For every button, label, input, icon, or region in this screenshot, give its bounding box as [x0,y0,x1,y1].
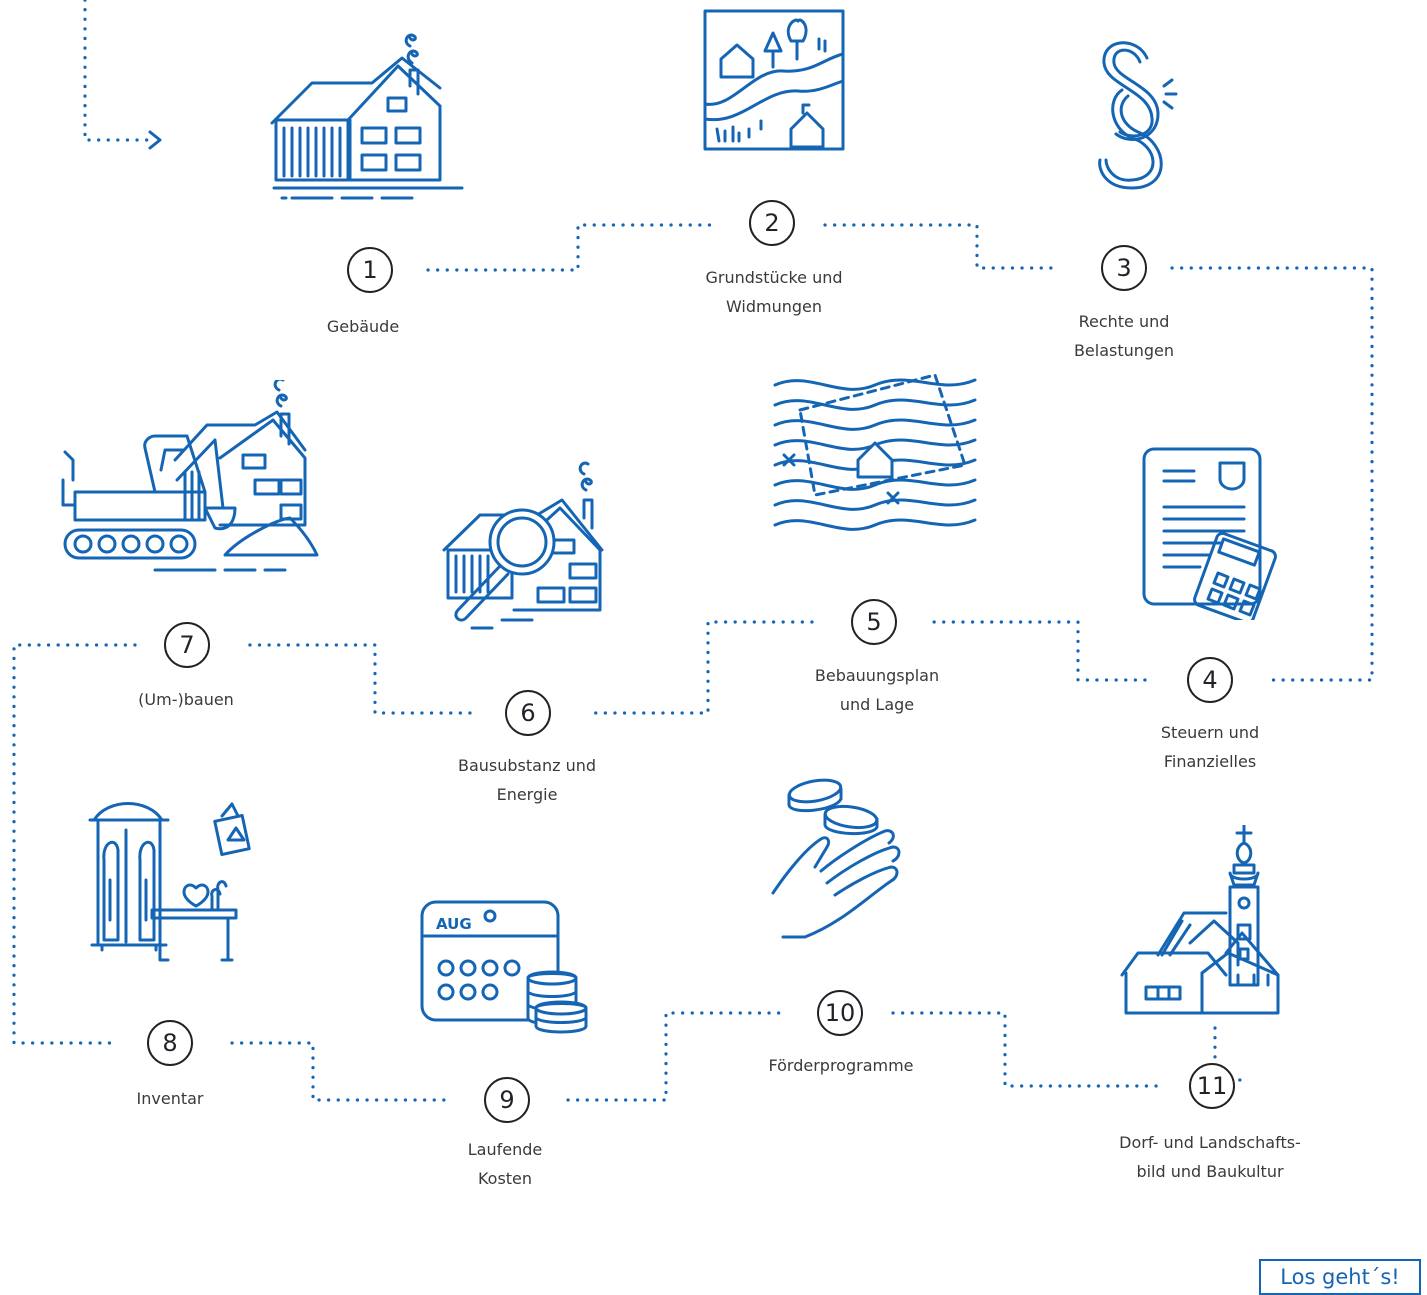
furniture-icon [88,790,253,970]
step-9-label-line2: Kosten [385,1164,625,1193]
farmhouse-icon [262,28,472,203]
step-10-label: Förderprogramme [721,1051,961,1080]
step-7-label-line1: (Um-)bauen [66,685,306,714]
step-3-label: Rechte und Belastungen [1004,307,1244,365]
step-1-number: 1 [347,247,393,293]
step-4-number: 4 [1187,657,1233,703]
step-2-label-line2: Widmungen [654,292,894,321]
hand-coins-icon [765,775,915,945]
step-9-label: Laufende Kosten [385,1135,625,1193]
connector-2-3 [825,225,1060,268]
step-11-label: Dorf- und Landschafts- bild und Baukultu… [1090,1128,1330,1186]
step-6-number: 6 [505,690,551,736]
paragraph-icon [1092,28,1182,193]
step-4-label-line1: Steuern und [1090,718,1330,747]
step-11-number: 11 [1189,1063,1235,1109]
excavator-house-icon [55,380,320,575]
step-8-number: 8 [147,1020,193,1066]
step-6-label-line2: Energie [407,780,647,809]
step-10-number: 10 [817,990,863,1036]
step-8-label: Inventar [50,1084,290,1113]
start-arrow-line [85,0,148,140]
landscape-map-icon [703,9,845,151]
calendar-month-label: AUG [436,915,472,933]
step-4-label-line2: Finanzielles [1090,747,1330,776]
step-5-label-line1: Bebauungsplan [757,661,997,690]
house-magnifier-icon [442,460,612,645]
step-6-label: Bausubstanz und Energie [407,751,647,809]
step-7-label: (Um-)bauen [66,685,306,714]
document-calculator-icon [1140,445,1285,620]
step-4-label: Steuern und Finanzielles [1090,718,1330,776]
step-9-label-line1: Laufende [385,1135,625,1164]
step-2-number: 2 [749,200,795,246]
step-10-label-line1: Förderprogramme [721,1051,961,1080]
step-1-label-line1: Gebäude [243,312,483,341]
step-11-label-line2: bild und Baukultur [1090,1157,1330,1186]
step-3-label-line1: Rechte und [1004,307,1244,336]
step-5-number: 5 [851,599,897,645]
step-9-number: 9 [484,1077,530,1123]
calendar-coins-icon: AUG [418,898,593,1038]
step-5-label-line2: und Lage [757,690,997,719]
start-button[interactable]: Los geht´s! [1259,1259,1421,1295]
step-8-label-line1: Inventar [50,1084,290,1113]
start-arrow-icon [150,132,160,148]
step-5-label: Bebauungsplan und Lage [757,661,997,719]
step-11-label-line1: Dorf- und Landschafts- [1090,1128,1330,1157]
step-7-number: 7 [164,622,210,668]
step-2-label-line1: Grundstücke und [654,263,894,292]
step-1-label: Gebäude [243,312,483,341]
step-2-label: Grundstücke und Widmungen [654,263,894,321]
step-3-label-line2: Belastungen [1004,336,1244,365]
village-church-icon [1118,825,1283,1025]
step-3-number: 3 [1101,245,1147,291]
step-6-label-line1: Bausubstanz und [407,751,647,780]
site-plan-icon [770,365,980,545]
